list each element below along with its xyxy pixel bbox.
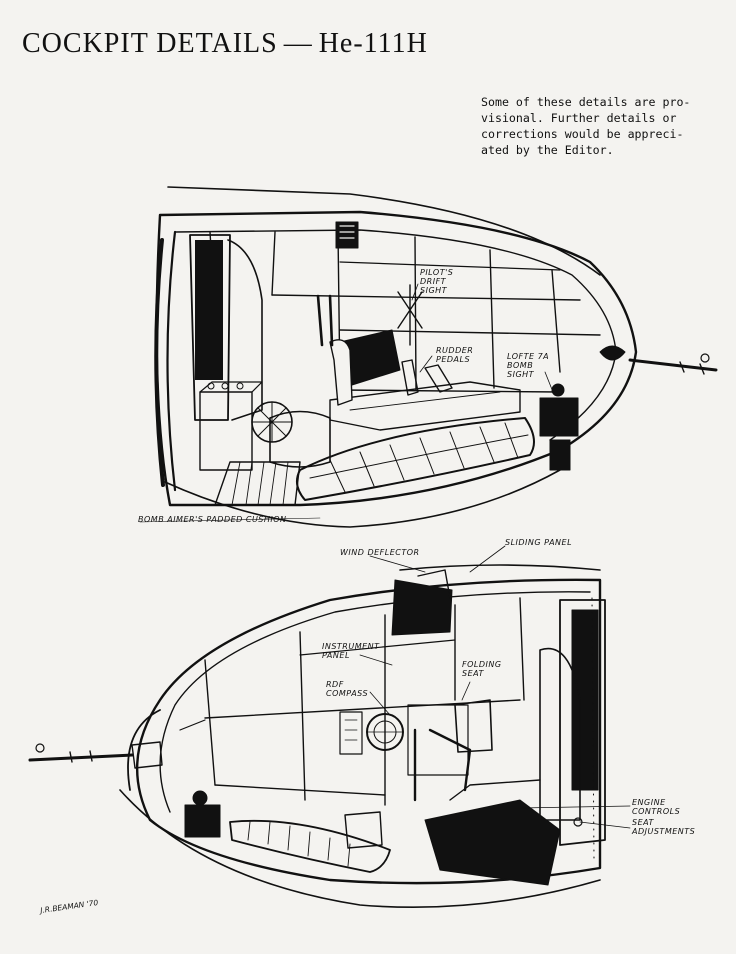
label-folding-seat: FOLDING SEAT	[462, 660, 502, 678]
label-instrument-panel: INSTRUMENT PANEL	[322, 642, 380, 660]
title-aircraft: He-111H	[318, 28, 428, 59]
upper-cockpit-view	[154, 186, 718, 528]
lower-cockpit-view	[28, 564, 606, 908]
label-lofte-sight: LOFTE 7A BOMB SIGHT	[507, 352, 550, 379]
label-seat-adjustments: SEAT ADJUSTMENTS	[632, 818, 696, 836]
label-wind-deflector: WIND DEFLECTOR	[340, 548, 420, 557]
label-drift-sight: PILOT'S DRIFT SIGHT	[420, 268, 454, 295]
title-dash: —	[283, 28, 313, 59]
label-cushion: BOMB AIMER'S PADDED CUSHION	[138, 515, 287, 524]
title-main: COCKPIT DETAILS	[22, 28, 278, 59]
label-rudder-pedals: RUDDER PEDALS	[436, 346, 474, 364]
label-rdf-compass: RDF COMPASS	[326, 680, 369, 698]
label-sliding-panel: SLIDING PANEL	[505, 538, 573, 547]
editor-note: Some of these details are pro- visional.…	[481, 95, 691, 157]
label-engine-controls: ENGINE CONTROLS	[632, 798, 681, 816]
page-title: COCKPIT DETAILS—He-111H	[22, 28, 428, 60]
